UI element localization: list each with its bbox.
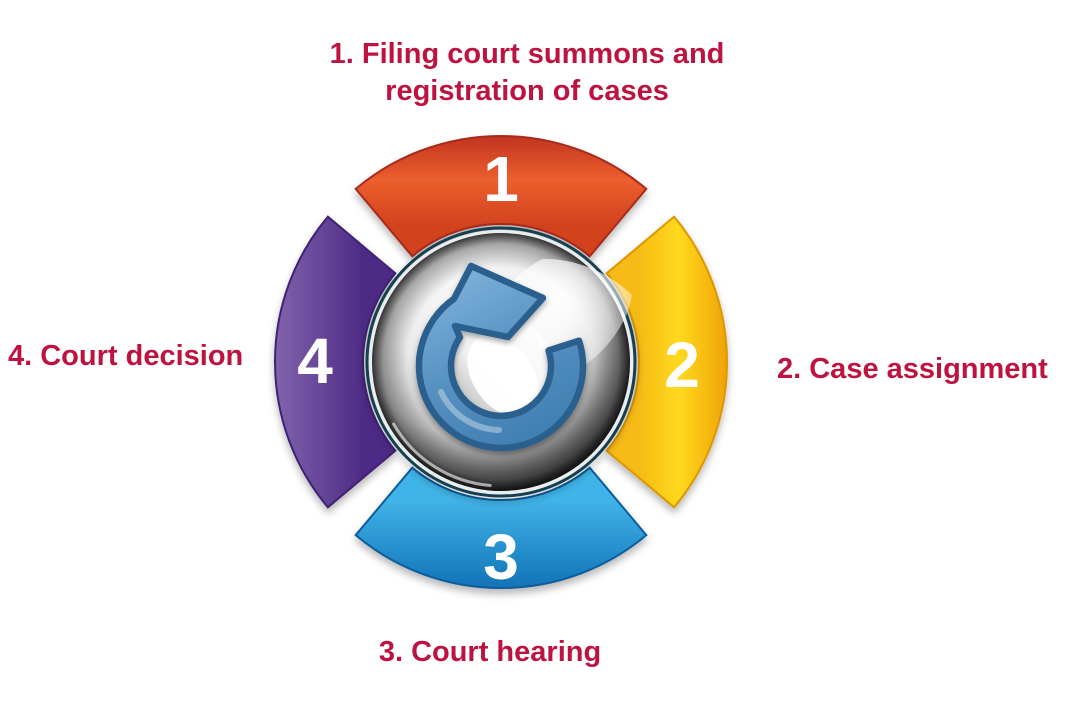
segment-2-right bbox=[605, 215, 728, 509]
step-label-3: 3. Court hearing bbox=[378, 636, 602, 668]
arrow-ring bbox=[415, 262, 587, 452]
ball-teal-ring bbox=[365, 226, 637, 498]
arrow-glint bbox=[438, 389, 502, 433]
arrow-hole-highlight bbox=[467, 335, 539, 417]
ball-rim-glint bbox=[392, 422, 492, 487]
step-number-4: 4 bbox=[297, 325, 333, 397]
segment-4-left bbox=[274, 215, 397, 509]
wheel-segments bbox=[274, 135, 728, 589]
step-label-1: 1. Filing court summons and registration… bbox=[329, 38, 725, 108]
cycle-wheel: 1 2 3 4 bbox=[274, 135, 728, 593]
step-label-2: 2. Case assignment bbox=[777, 353, 1048, 385]
step-number-1: 1 bbox=[483, 143, 519, 215]
segment-3-bottom bbox=[354, 466, 648, 589]
ball-silver-ring bbox=[369, 230, 633, 494]
step-number-3: 3 bbox=[483, 521, 519, 593]
step-number-2: 2 bbox=[664, 329, 700, 401]
segment-1-top bbox=[354, 135, 648, 258]
step-label-4: 4. Court decision bbox=[8, 340, 244, 372]
refresh-arrow-icon bbox=[415, 262, 587, 452]
